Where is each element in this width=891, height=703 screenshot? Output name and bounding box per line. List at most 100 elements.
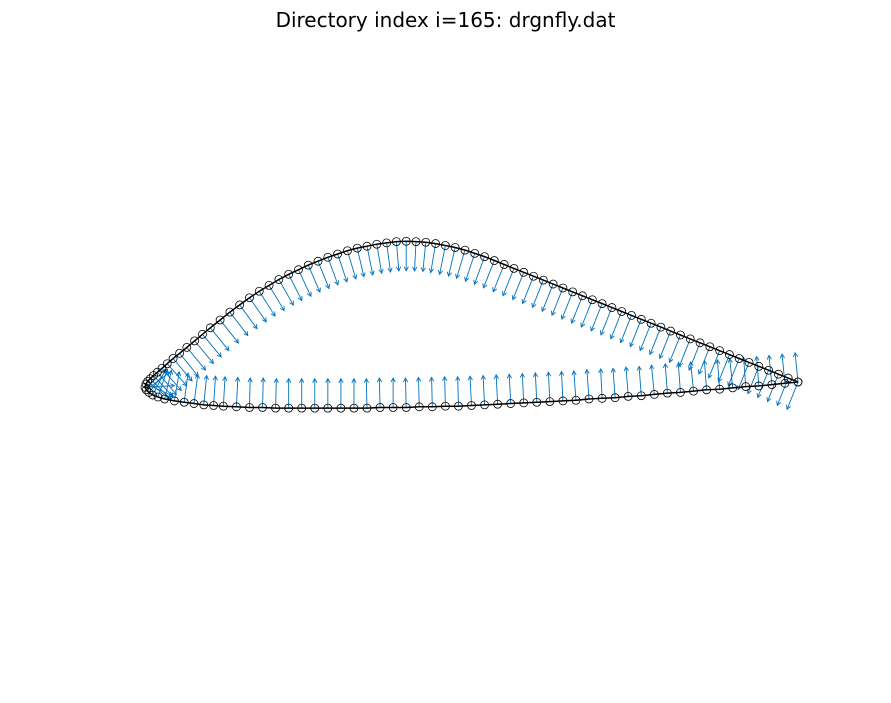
normal-arrowhead bbox=[312, 377, 318, 383]
surface-point bbox=[205, 323, 215, 333]
surface-point bbox=[489, 256, 499, 265]
surface-point bbox=[734, 354, 744, 363]
normal-arrowhead bbox=[306, 291, 312, 298]
normal-arrowhead bbox=[168, 369, 174, 375]
normal-arrowhead bbox=[610, 367, 616, 373]
normal-vector bbox=[258, 290, 276, 317]
surface-point bbox=[545, 397, 555, 406]
normal-arrowhead bbox=[532, 371, 539, 378]
normal-arrowhead bbox=[429, 376, 435, 382]
normal-vector bbox=[418, 377, 420, 407]
normal-arrowhead bbox=[629, 342, 635, 348]
normal-arrowhead bbox=[559, 370, 565, 376]
normal-vector bbox=[757, 370, 770, 398]
surface-points bbox=[140, 236, 803, 413]
normal-arrowhead bbox=[209, 358, 215, 365]
normal-arrowhead bbox=[455, 375, 461, 382]
normal-arrowhead bbox=[176, 371, 182, 377]
surface-point bbox=[198, 329, 207, 339]
normal-vector bbox=[422, 242, 427, 272]
normal-vector bbox=[727, 358, 740, 386]
normal-vector bbox=[678, 338, 691, 367]
surface-point bbox=[454, 401, 463, 411]
normal-arrowhead bbox=[378, 268, 384, 275]
normal-arrowhead bbox=[280, 305, 285, 312]
normal-arrowhead bbox=[473, 279, 479, 286]
normal-arrowhead bbox=[648, 349, 654, 356]
surface-point bbox=[209, 401, 218, 410]
surface-point bbox=[663, 388, 672, 398]
normal-vector bbox=[571, 295, 583, 324]
surface-point bbox=[149, 371, 158, 380]
normal-arrowhead bbox=[662, 362, 669, 369]
normal-vector bbox=[268, 285, 285, 311]
normal-vector bbox=[209, 327, 230, 351]
surface-point bbox=[656, 322, 666, 332]
airfoil-line bbox=[144, 240, 799, 409]
normal-arrowhead bbox=[636, 365, 642, 371]
surface-point bbox=[646, 318, 656, 328]
normal-vector bbox=[492, 264, 505, 292]
surface-point bbox=[440, 401, 450, 411]
surface-point bbox=[450, 243, 460, 252]
normal-vector bbox=[213, 376, 216, 406]
normal-arrowhead bbox=[351, 377, 357, 383]
normal-vector bbox=[716, 359, 721, 390]
surface-point bbox=[558, 283, 568, 293]
normal-arrowhead bbox=[360, 272, 366, 278]
normal-arrowhead bbox=[273, 377, 279, 384]
surface-point bbox=[715, 346, 725, 356]
normal-arrowhead bbox=[570, 318, 576, 324]
normal-arrowhead bbox=[792, 351, 799, 358]
surface-point bbox=[284, 269, 294, 279]
surface-point bbox=[303, 260, 313, 270]
normal-vector bbox=[465, 253, 476, 282]
surface-point bbox=[271, 403, 281, 413]
surface-point bbox=[182, 342, 192, 352]
normal-vector bbox=[649, 326, 662, 355]
surface-point bbox=[695, 338, 705, 348]
surface-point bbox=[460, 245, 470, 255]
normal-arrowhead bbox=[678, 361, 684, 368]
normal-arrowhead bbox=[675, 362, 682, 368]
surface-point bbox=[519, 267, 529, 277]
normal-arrowhead bbox=[688, 360, 694, 367]
surface-point bbox=[538, 275, 548, 285]
surface-point bbox=[617, 307, 627, 316]
surface-point bbox=[235, 300, 245, 310]
normal-vector bbox=[768, 355, 773, 385]
surface-point bbox=[294, 265, 303, 275]
normal-arrowhead bbox=[584, 368, 590, 375]
surface-point bbox=[597, 393, 607, 403]
normal-vector bbox=[600, 368, 603, 399]
surface-point bbox=[264, 280, 274, 290]
surface-point bbox=[728, 383, 738, 393]
normal-vector bbox=[534, 372, 538, 403]
surface-point bbox=[467, 401, 476, 410]
normal-vector bbox=[561, 291, 574, 320]
normal-vector bbox=[625, 367, 629, 397]
normal-arrowhead bbox=[262, 317, 267, 323]
normal-arrowhead bbox=[235, 376, 241, 382]
surface-point bbox=[343, 246, 352, 256]
surface-point bbox=[382, 238, 392, 248]
normal-arrowhead bbox=[402, 377, 409, 383]
surface-point bbox=[676, 330, 685, 340]
surface-point bbox=[175, 348, 185, 358]
normal-vector bbox=[729, 358, 734, 388]
normal-arrowhead bbox=[437, 269, 443, 276]
surface-point bbox=[702, 385, 711, 395]
surface-point bbox=[470, 248, 480, 258]
normal-vector bbox=[249, 297, 267, 323]
airfoil-outline bbox=[144, 240, 799, 409]
normal-arrowhead bbox=[779, 353, 785, 359]
normal-vector bbox=[444, 376, 446, 407]
surface-point bbox=[705, 342, 715, 352]
normal-arrowhead bbox=[467, 375, 473, 381]
surface-point bbox=[190, 336, 200, 346]
surface-point bbox=[548, 279, 558, 289]
surface-point bbox=[741, 382, 751, 391]
normal-arrowhead bbox=[363, 377, 369, 384]
normal-arrowhead bbox=[376, 377, 383, 383]
normal-vector bbox=[531, 279, 544, 308]
